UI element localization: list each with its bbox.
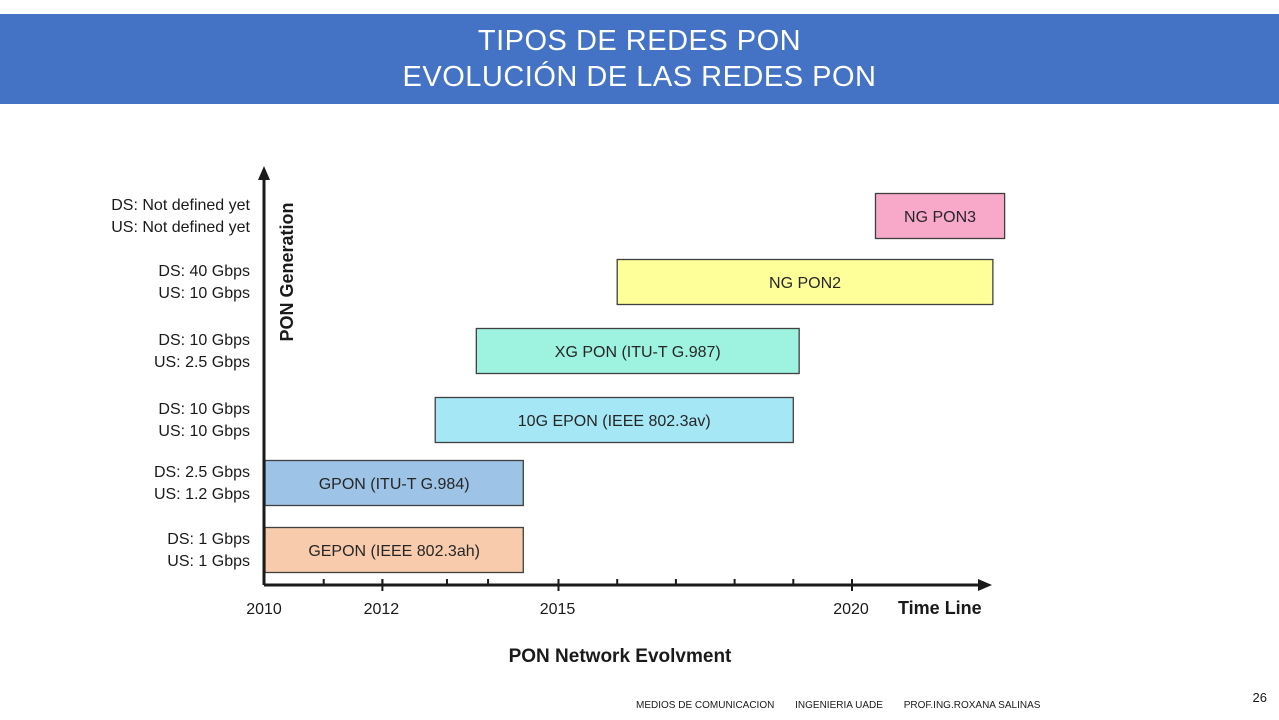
bar-4 (475, 327, 800, 375)
row-us-label-5: US: 10 Gbps (158, 285, 250, 302)
bar-label-6: NG PON3 (904, 209, 976, 226)
x-tick-label-2: 2012 (364, 601, 400, 618)
x-tick-label-4: 2020 (833, 601, 869, 618)
slide-header: TIPOS DE REDES PON EVOLUCIÓN DE LAS REDE… (0, 14, 1279, 104)
x-tick-label-1: 2010 (246, 601, 282, 618)
slide-title-line-2: EVOLUCIÓN DE LAS REDES PON (402, 61, 877, 93)
row-ds-label-2: DS: 2.5 Gbps (154, 464, 250, 481)
bar-6 (874, 192, 1006, 240)
row-us-label-3: US: 10 Gbps (158, 423, 250, 440)
slide-footer: MEDIOS DE COMUNICACION INGENIERIA UADE P… (636, 700, 1058, 711)
footer-school: INGENIERIA UADE (795, 700, 883, 711)
x-axis-title: Time Line (898, 598, 982, 618)
bar-label-4: XG PON (ITU-T G.987) (555, 344, 721, 361)
y-axis-arrow-icon (258, 166, 270, 180)
bar-label-1: GEPON (IEEE 802.3ah) (308, 543, 480, 560)
row-ds-label-6: DS: Not defined yet (111, 197, 250, 214)
y-axis-title: PON Generation (277, 202, 297, 341)
row-ds-label-1: DS: 1 Gbps (167, 531, 250, 548)
x-axis-arrow-icon (978, 579, 992, 591)
footer-course: MEDIOS DE COMUNICACION (636, 700, 775, 711)
x-tick-label-3: 2015 (540, 601, 576, 618)
slide-title-line-1: TIPOS DE REDES PON (477, 25, 802, 57)
row-us-label-2: US: 1.2 Gbps (154, 486, 250, 503)
bar-1 (264, 526, 524, 574)
row-us-label-6: US: Not defined yet (111, 219, 250, 236)
row-ds-label-4: DS: 10 Gbps (158, 332, 250, 349)
row-ds-label-3: DS: 10 Gbps (158, 401, 250, 418)
page-number: 26 (1252, 690, 1267, 705)
bar-5 (616, 258, 994, 306)
footer-professor: PROF.ING.ROXANA SALINAS (903, 700, 1041, 711)
row-us-label-4: US: 2.5 Gbps (154, 354, 250, 371)
row-us-label-1: US: 1 Gbps (167, 553, 250, 570)
row-ds-label-5: DS: 40 Gbps (158, 263, 250, 280)
bar-label-5: NG PON2 (769, 275, 841, 292)
chart-caption: PON Network Evolvment (509, 646, 732, 667)
bar-label-3: 10G EPON (IEEE 802.3av) (518, 413, 711, 430)
bar-label-2: GPON (ITU-T G.984) (319, 476, 470, 493)
bar-3 (434, 396, 794, 444)
